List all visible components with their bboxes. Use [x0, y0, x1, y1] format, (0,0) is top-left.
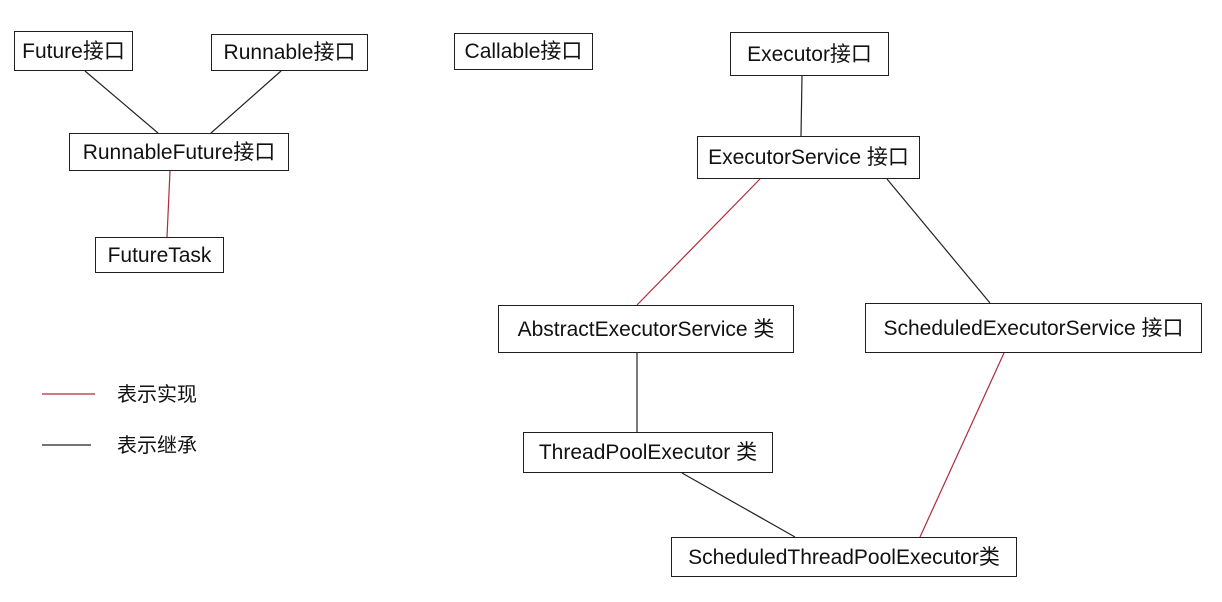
- edge-future-to-runnablefuture: [84, 70, 159, 134]
- edge-threadpoolexecutor-to-scheduledthreadpoolexecutor: [681, 472, 796, 538]
- legend-inheritance-label: 表示继承: [117, 435, 197, 457]
- node-scheduledthreadpoolexecutor-class: ScheduledThreadPoolExecutor类: [671, 537, 1017, 577]
- edge-executorservice-to-scheduledexecutorservice: [886, 178, 991, 304]
- node-futuretask-class: FutureTask: [95, 237, 224, 273]
- node-abstractexecutorservice-class: AbstractExecutorService 类: [498, 305, 794, 353]
- node-runnable-interface: Runnable接口: [211, 34, 368, 71]
- edge-scheduledexecutorservice-to-scheduledthreadpoolexecutor: [919, 352, 1005, 538]
- node-callable-interface: Callable接口: [454, 33, 593, 70]
- edge-executor-to-executorservice: [800, 75, 803, 137]
- node-scheduledexecutorservice-interface: ScheduledExecutorService 接口: [865, 303, 1202, 353]
- edge-runnable-to-runnablefuture: [210, 70, 282, 134]
- legend-implementation-label: 表示实现: [117, 384, 197, 406]
- edge-runnablefuture-to-futuretask: [166, 170, 171, 238]
- node-runnablefuture-interface: RunnableFuture接口: [69, 133, 289, 171]
- node-threadpoolexecutor-class: ThreadPoolExecutor 类: [523, 432, 773, 473]
- node-executor-interface: Executor接口: [730, 32, 889, 76]
- node-executorservice-interface: ExecutorService 接口: [697, 136, 920, 179]
- node-future-interface: Future接口: [14, 31, 133, 71]
- edge-executorservice-to-abstractexecutorservice: [636, 178, 761, 306]
